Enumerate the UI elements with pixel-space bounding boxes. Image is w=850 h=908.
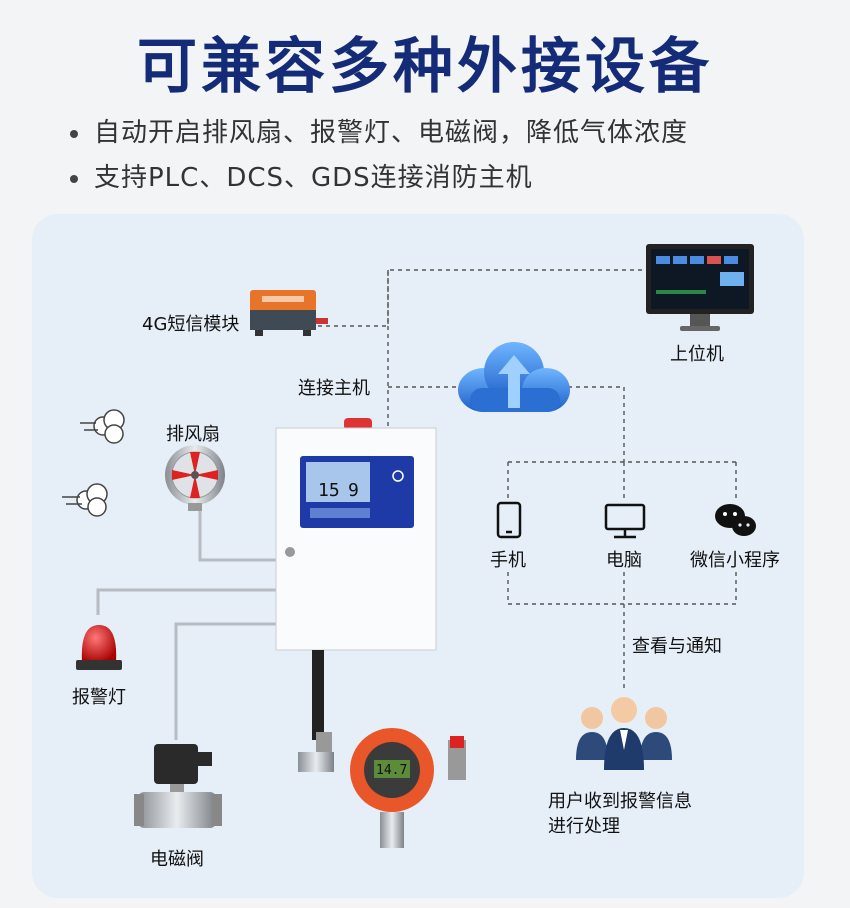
wired-links — [96, 505, 276, 740]
label-sms-module: 4G短信模块 — [142, 314, 240, 335]
dashed-links — [318, 269, 737, 690]
label-solenoid-valve: 电磁阀 — [150, 849, 204, 870]
page-title: 可兼容多种外接设备 — [137, 32, 713, 102]
label-phone: 手机 — [490, 550, 526, 571]
label-user-handle-line1: 用户收到报警信息 — [548, 791, 692, 812]
phone-icon — [496, 501, 522, 539]
label-exhaust-fan: 排风扇 — [166, 424, 220, 445]
bullet-item: 支持PLC、DCS、GDS连接消防主机 — [70, 157, 533, 194]
label-wechat: 微信小程序 — [690, 550, 780, 571]
label-user-handle-line2: 进行处理 — [548, 816, 620, 837]
label-connect-host: 连接主机 — [298, 378, 370, 399]
label-host-computer: 上位机 — [670, 344, 724, 365]
label-view-notify: 查看与通知 — [632, 636, 722, 657]
label-computer: 电脑 — [606, 550, 642, 571]
cloud-upload-icon — [458, 342, 570, 412]
bullet-text: 自动开启排风扇、报警灯、电磁阀，降低气体浓度 — [94, 118, 689, 148]
bullet-dot — [70, 129, 78, 138]
monitor-icon — [646, 244, 754, 331]
users-icon — [576, 697, 672, 770]
controller-box: 15 9 — [275, 418, 437, 740]
bullet-dot — [70, 174, 78, 183]
wechat-icon — [715, 504, 756, 536]
bullet-text: 支持PLC、DCS、GDS连接消防主机 — [94, 163, 533, 193]
controller-right-value: 9 — [348, 480, 359, 501]
wind-icon — [62, 409, 125, 517]
label-alarm-light: 报警灯 — [72, 687, 126, 708]
alarm-light-icon — [76, 625, 122, 670]
gas-detector-icon: 14.7 — [298, 728, 466, 848]
solenoid-valve-icon — [134, 744, 222, 828]
sms-module-icon — [250, 290, 328, 336]
computer-icon — [604, 503, 646, 539]
fan-icon — [165, 445, 225, 511]
bullet-item: 自动开启排风扇、报警灯、电磁阀，降低气体浓度 — [70, 112, 688, 149]
controller-left-value: 15 — [318, 480, 340, 501]
detector-reading: 14.7 — [376, 763, 407, 778]
